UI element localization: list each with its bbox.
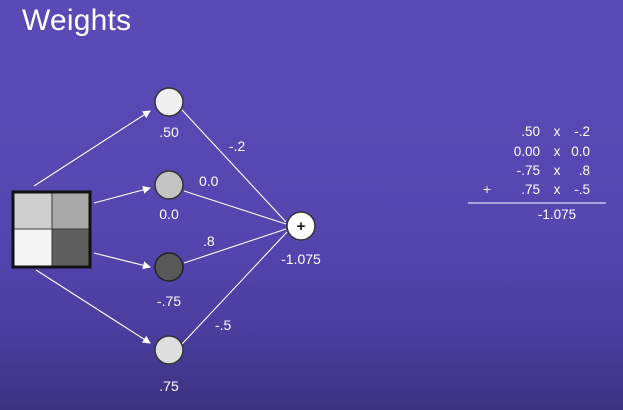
weight-label-3: .8 — [203, 233, 215, 249]
calc-row-3-weight: .8 — [579, 163, 590, 178]
calc-row-2-weight: 0.0 — [571, 144, 590, 159]
neuron-4-value: .75 — [159, 378, 179, 394]
calc-row-1-times: x — [554, 124, 561, 139]
calc-row-1-value: .50 — [521, 124, 540, 139]
input-arrow-4 — [35, 269, 151, 344]
input-arrow-3 — [93, 252, 151, 270]
neuron-1 — [154, 87, 184, 117]
calc-row-3-value: -.75 — [517, 163, 540, 178]
neuron-2-value: 0.0 — [159, 206, 179, 222]
calc-row-2-value: 0.00 — [514, 144, 540, 159]
calc-row-1-weight: -.2 — [574, 124, 590, 139]
weight-line-1 — [181, 109, 287, 223]
weight-line-2 — [183, 190, 287, 225]
neuron-1-value: .50 — [159, 124, 179, 140]
calc-result: -1.075 — [538, 207, 576, 222]
weight-label-2: 0.0 — [199, 173, 219, 189]
calc-row-4-value: .75 — [521, 182, 540, 197]
weight-line-3 — [183, 228, 287, 264]
calc-row-4-times: x — [554, 182, 561, 197]
calculation-panel: .50 x -.2 0.00 x 0.0 -.75 x .8 + .75 x -… — [468, 124, 606, 222]
pixel-bottom-left — [14, 229, 52, 266]
calc-row-3-times: x — [554, 163, 561, 178]
weight-line-4 — [181, 231, 288, 345]
input-arrow-2 — [93, 185, 151, 204]
sum-result: -1.075 — [281, 251, 321, 267]
calc-row-4-weight: -.5 — [574, 182, 590, 197]
neuron-3-value: -.75 — [157, 293, 181, 309]
pixel-top-left — [14, 193, 52, 229]
input-arrow-1 — [33, 110, 151, 187]
neuron-2 — [154, 170, 184, 200]
weight-label-4: -.5 — [215, 317, 232, 333]
input-pixel-grid — [11, 190, 92, 269]
neuron-4 — [154, 335, 184, 365]
pixel-bottom-right — [52, 229, 89, 266]
calc-row-4-op: + — [483, 182, 491, 197]
calc-row-2-times: x — [554, 144, 561, 159]
pixel-top-right — [52, 193, 89, 229]
plus-icon: + — [297, 218, 306, 235]
slide-title: Weights — [22, 4, 132, 37]
weight-label-1: -.2 — [229, 138, 246, 154]
sum-node — [286, 211, 316, 241]
pixel-grid-border — [11, 190, 92, 269]
neuron-3 — [154, 252, 184, 282]
